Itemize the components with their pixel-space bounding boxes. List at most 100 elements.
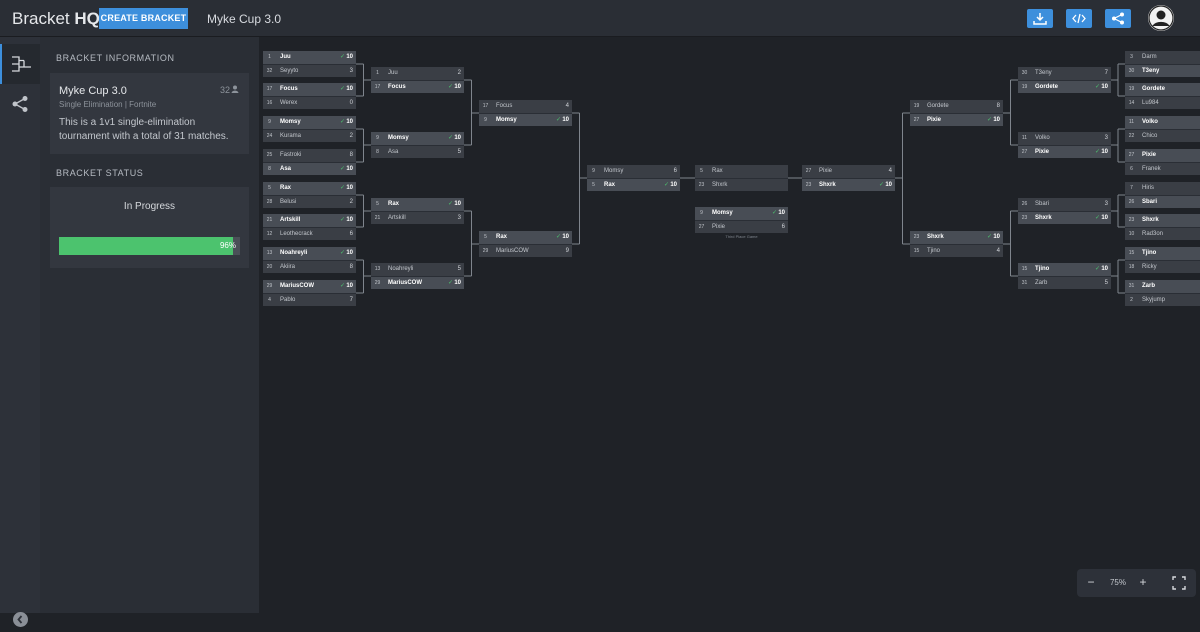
bracket-view-tab[interactable] (0, 44, 40, 84)
player-name: Skyjump (1142, 297, 1166, 303)
checkmark-icon: ✓ (339, 86, 345, 92)
seed: 23 (805, 182, 812, 188)
player-name: MariusCOW (496, 248, 529, 254)
score: 6 (349, 231, 353, 237)
seed: 23 (913, 234, 920, 240)
embed-button[interactable] (1066, 9, 1092, 28)
seed: 9 (376, 135, 379, 141)
seed: 27 (805, 168, 812, 174)
share-tab[interactable] (0, 84, 40, 124)
score: 3 (349, 68, 353, 74)
score: 10 (1101, 266, 1108, 272)
player-name: T3eny (1035, 70, 1052, 76)
seed: 23 (1128, 217, 1135, 223)
seed: 30 (1128, 68, 1135, 74)
seed: 1 (268, 54, 271, 60)
seed: 21 (374, 215, 381, 221)
progress-bar: 96% (59, 237, 240, 255)
fullscreen-icon[interactable] (1172, 576, 1186, 590)
seed: 8 (268, 166, 271, 172)
share-button[interactable] (1105, 9, 1131, 28)
player-name: Rax (496, 234, 508, 240)
seed: 14 (1128, 100, 1135, 106)
seed: 12 (266, 231, 273, 237)
checkmark-icon: ✓ (878, 182, 884, 188)
score: 10 (1101, 84, 1108, 90)
seed: 31 (1021, 280, 1028, 286)
seed: 13 (266, 250, 273, 256)
seed: 30 (1021, 70, 1028, 76)
download-button[interactable] (1027, 9, 1053, 28)
player-name: Shxrk (1035, 215, 1052, 221)
player-name: Gordete (927, 103, 949, 109)
seed: 15 (1021, 266, 1028, 272)
seed: 5 (268, 185, 271, 191)
zoom-out-button[interactable]: − (1087, 575, 1095, 589)
checkmark-icon: ✓ (1094, 149, 1100, 155)
score: 2 (349, 133, 353, 139)
player-name: Rax (604, 182, 616, 188)
seed: 21 (266, 217, 273, 223)
participant-count: 32 (220, 85, 239, 95)
player-name: Tjino (1035, 266, 1050, 272)
brand-logo[interactable]: Bracket HQ (12, 9, 100, 28)
avatar[interactable] (1148, 5, 1174, 31)
info-heading: BRACKET INFORMATION (56, 53, 175, 63)
seed: 15 (913, 248, 920, 254)
score: 10 (346, 86, 353, 92)
score: 10 (778, 210, 785, 216)
icon-sidebar (0, 37, 40, 627)
create-bracket-button[interactable]: CREATE BRACKET (99, 8, 188, 29)
checkmark-icon: ✓ (339, 283, 345, 289)
score: 3 (1104, 201, 1108, 207)
score: 10 (454, 84, 461, 90)
seed: 29 (482, 248, 489, 254)
zoom-in-button[interactable]: + (1139, 575, 1147, 589)
collapse-sidebar-button[interactable] (13, 612, 28, 627)
